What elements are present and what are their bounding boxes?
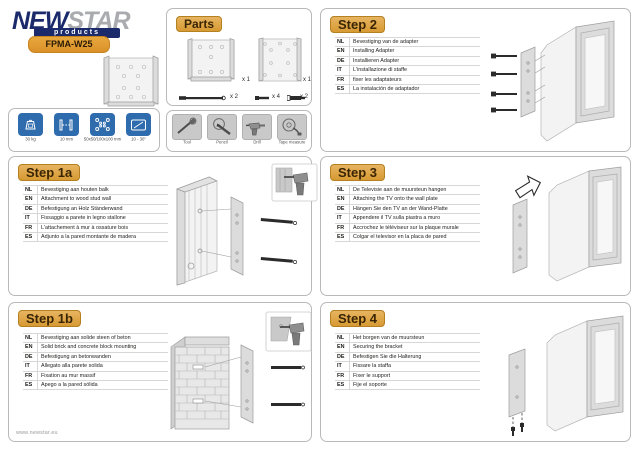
spec-item-thickness: 10 mm <box>50 113 83 142</box>
pencil-icon <box>206 114 237 140</box>
part-wall-plug-screw-qty: x 2 <box>300 94 309 100</box>
spec-label-screen-size: 10 - 30" <box>130 136 146 142</box>
parts-panel: Parts x 1 x 1 <box>166 8 312 106</box>
tool-label-tape-measure: Tape measure <box>278 139 305 145</box>
spec-label-weight: 30 kg <box>24 136 36 142</box>
step3-illustration <box>512 166 622 282</box>
model-badge: FPMA-W25 <box>28 36 110 53</box>
tool-label-pencil: Pencil <box>215 139 228 145</box>
logo-tagline: products <box>34 28 120 38</box>
footer-website-url: www.newstar.eu <box>16 430 58 436</box>
step4-illustration <box>508 315 624 436</box>
part-short-screw-drawing <box>255 96 269 100</box>
step1b-drill-inset-icon <box>265 311 312 352</box>
logo-wordmark: NEWSTAR <box>12 8 140 34</box>
brand-logo: NEWSTAR products <box>12 8 140 56</box>
tool-item-tape-measure: Tape measure <box>276 114 308 145</box>
spec-label-thickness: 10 mm <box>59 136 73 142</box>
spec-item-weight: 30 kg <box>14 113 47 142</box>
step1a-title-badge: Step 1a <box>18 164 81 181</box>
part-wall-plate-drawing <box>187 37 235 82</box>
step1a-illustration <box>176 176 297 286</box>
thickness-icon <box>53 113 79 136</box>
tape-measure-icon <box>276 114 307 140</box>
step4-title-badge: Step 4 <box>330 310 386 327</box>
parts-title-badge: Parts <box>176 16 222 32</box>
tools-panel: Tool Pencil <box>166 110 312 152</box>
part-short-screw-qty: x 4 <box>272 94 281 100</box>
spec-label-vesa: 50x50/100x100 mm <box>83 136 121 142</box>
tool-item-screwdriver: Tool <box>171 114 203 145</box>
screen-size-icon <box>125 113 151 136</box>
spec-item-screen-size: 10 - 30" <box>122 113 155 142</box>
tool-label-screwdriver: Tool <box>182 139 191 145</box>
tool-label-drill: Drill <box>252 139 261 145</box>
hero-wall-plate-illustration <box>98 54 164 112</box>
part-long-bolt-qty: x 2 <box>230 94 239 100</box>
spec-item-vesa: 50x50/100x100 mm <box>83 113 121 142</box>
step1b-illustration <box>170 336 305 430</box>
step1a-drill-inset-icon <box>271 163 318 202</box>
tool-item-drill: Drill <box>241 114 273 145</box>
vesa-pattern-icon <box>89 113 115 136</box>
drill-icon <box>241 114 272 140</box>
part-wall-plug-screw-drawing <box>287 95 305 101</box>
step2-illustration <box>491 20 615 142</box>
specifications-panel: 30 kg 10 mm <box>8 108 160 152</box>
weight-icon <box>17 113 43 136</box>
part-long-bolt-drawing <box>179 95 226 101</box>
step3-title-badge: Step 3 <box>330 164 386 181</box>
tool-item-pencil: Pencil <box>206 114 238 145</box>
step1b-title-badge: Step 1b <box>18 310 81 327</box>
screwdriver-icon <box>171 114 202 140</box>
part-adapter-plate-qty: x 1 <box>303 77 312 83</box>
part-wall-plate-qty: x 1 <box>242 77 251 83</box>
step2-title-badge: Step 2 <box>330 16 386 33</box>
part-adapter-plate-drawing <box>258 37 302 82</box>
